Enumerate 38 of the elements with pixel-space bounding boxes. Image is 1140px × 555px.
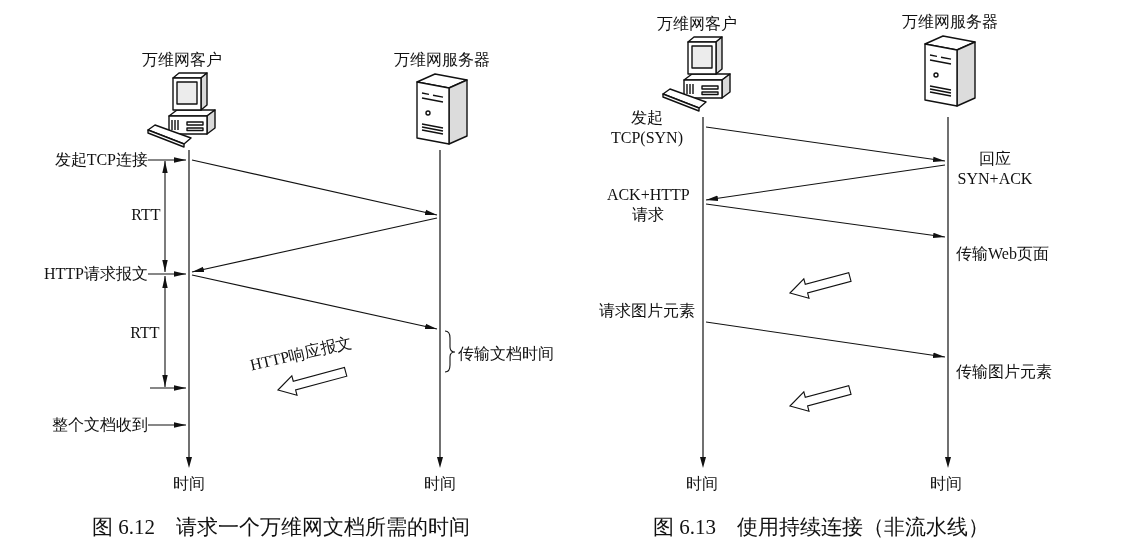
figure-caption: 图 6.13 使用持续连接（非流水线）: [653, 513, 989, 541]
event-label: 整个文档收到: [52, 415, 148, 435]
message-label: 请求图片元素: [599, 301, 695, 321]
message-arrow: [191, 274, 438, 330]
axis-label: 时间: [686, 474, 718, 494]
message-arrow: [705, 321, 946, 358]
participant-label: 万维网客户: [657, 14, 737, 34]
participant-label: 万维网服务器: [394, 50, 490, 70]
axis-label: 时间: [930, 474, 962, 494]
event-label: 发起TCP连接: [54, 150, 148, 170]
lifeline: [700, 117, 706, 468]
axis-label: 时间: [173, 474, 205, 494]
message-label: 传输图片元素: [956, 362, 1052, 382]
pointer-arrow: [147, 157, 187, 163]
arrow-label: HTTP响应报文: [248, 332, 354, 376]
message-arrow: [191, 217, 438, 273]
axis-label: 时间: [424, 474, 456, 494]
event-label: HTTP请求报文: [44, 264, 148, 284]
figure-caption: 图 6.12 请求一个万维网文档所需的时间: [92, 513, 470, 541]
lifeline: [945, 117, 951, 468]
message-label: ACK+HTTP 请求: [606, 185, 690, 225]
message-label: 传输Web页面: [956, 244, 1049, 264]
message-label: 回应 SYN+ACK: [957, 149, 1033, 189]
dimension-label: RTT: [131, 205, 161, 225]
message-label: 发起 TCP(SYN): [611, 108, 683, 148]
message-arrow: [705, 126, 946, 162]
pointer-arrow: [149, 385, 187, 391]
lifeline: [437, 150, 443, 468]
dimension-label: RTT: [130, 323, 160, 343]
participant-label: 万维网客户: [142, 50, 222, 70]
lifeline: [186, 150, 192, 468]
message-arrow: [705, 164, 946, 201]
message-arrow: [191, 159, 438, 216]
pointer-arrow: [147, 422, 187, 428]
pointer-arrow: [147, 271, 187, 277]
participant-label: 万维网服务器: [902, 12, 998, 32]
message-arrow: [705, 203, 946, 239]
brace-label: 传输文档时间: [458, 344, 554, 364]
